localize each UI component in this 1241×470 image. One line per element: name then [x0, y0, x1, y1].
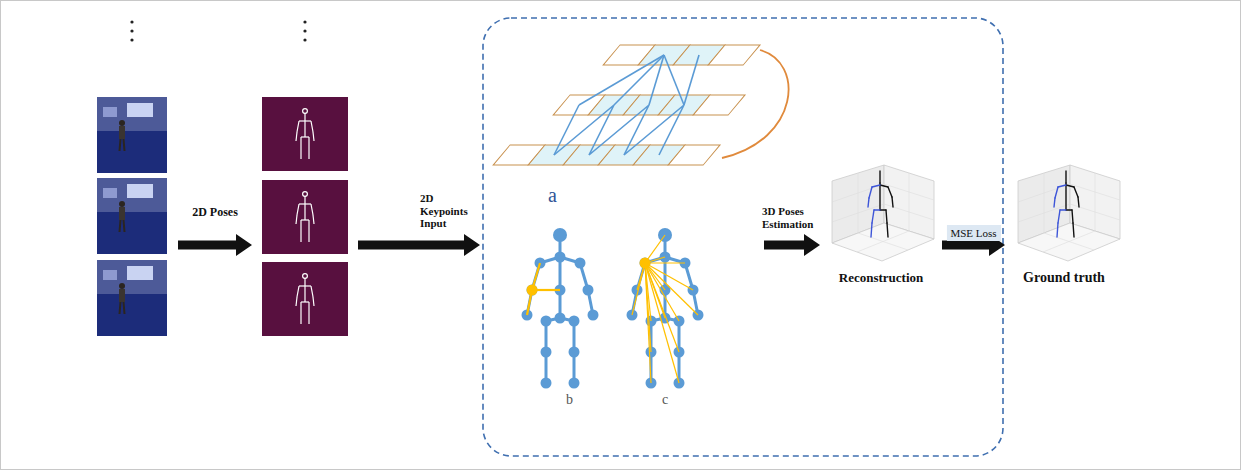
dashed-frame	[483, 18, 1003, 456]
video-frame	[97, 178, 167, 254]
ellipsis-dots	[130, 20, 306, 41]
skeleton-c	[627, 228, 704, 389]
pose-plot	[832, 165, 934, 261]
block-arrow	[178, 234, 252, 256]
plot-caption: Reconstruction	[839, 270, 924, 286]
stage-label: 3D Poses Estimation	[762, 205, 824, 230]
stage-label: 2D Poses	[178, 206, 252, 220]
graph-grid	[493, 45, 788, 165]
pose-panel	[262, 262, 348, 336]
pose-plot	[1018, 165, 1120, 261]
block-arrow	[764, 234, 820, 256]
edge-label: MSE Loss	[946, 225, 1000, 241]
panel-letter: c	[662, 392, 678, 408]
skeleton-b	[522, 228, 599, 389]
panel-letter: b	[566, 392, 582, 408]
block-arrow	[358, 234, 480, 256]
stage-label: 2D Keypoints Input	[420, 192, 480, 230]
pose-panel	[262, 180, 348, 254]
plot-panel: Reconstruction	[820, 160, 942, 295]
video-frame	[97, 97, 167, 173]
plot-caption: Ground truth	[1023, 270, 1105, 286]
panel-letter: a	[548, 184, 568, 207]
pose-panel	[262, 97, 348, 171]
video-frame	[97, 260, 167, 336]
plot-panel: Ground truth	[1005, 160, 1123, 295]
